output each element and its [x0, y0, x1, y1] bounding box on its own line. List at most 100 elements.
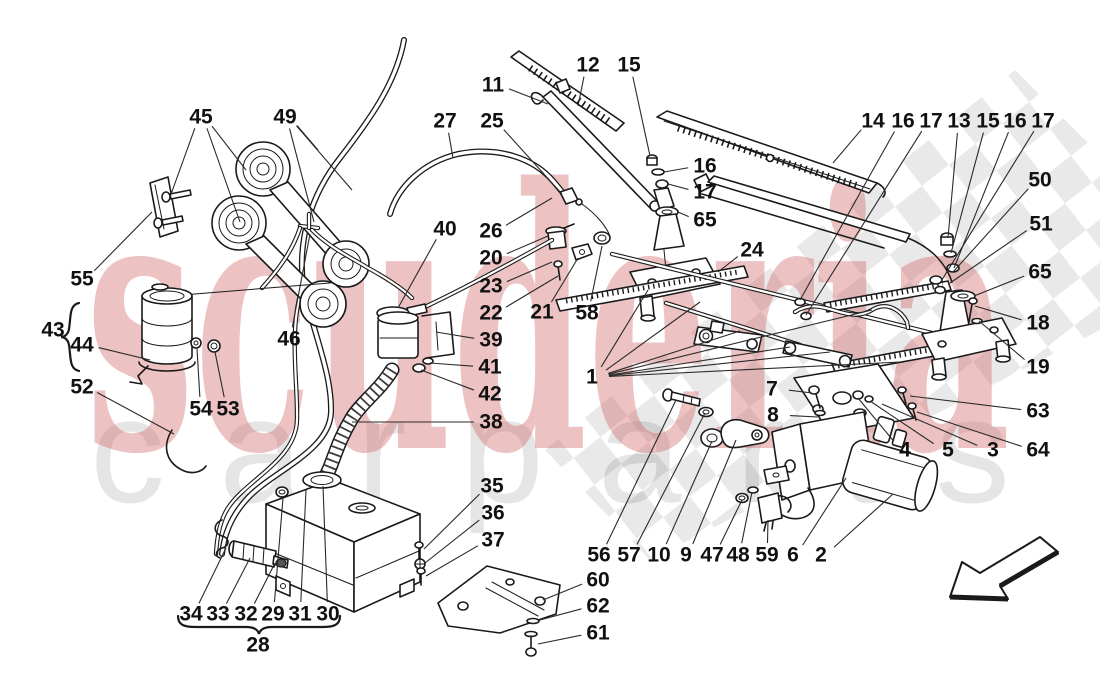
- part-label-41: 41: [478, 356, 502, 379]
- part-label-16: 16: [693, 155, 716, 178]
- leader-line-17: [667, 183, 689, 190]
- bottle-clamp: [138, 361, 196, 372]
- part-label-39: 39: [479, 329, 502, 352]
- leader-line-32: [253, 562, 276, 604]
- wiper-blade-right: [656, 110, 886, 198]
- part-label-38: 38: [479, 411, 503, 434]
- leader-line-65: [677, 211, 689, 218]
- motor-mount-parts: [662, 388, 770, 449]
- bottom-bracket: [437, 565, 561, 657]
- leader-line-15: [950, 132, 984, 254]
- part-label-17: 17: [919, 110, 942, 133]
- leader-line-1: [608, 361, 901, 377]
- part-label-16: 16: [891, 110, 914, 133]
- horn-bell: [322, 240, 370, 288]
- part-label-17: 17: [1031, 110, 1054, 133]
- leader-line-50: [952, 188, 1029, 273]
- leader-line-29: [273, 497, 284, 603]
- part-label-23: 23: [479, 275, 502, 298]
- leader-line-1: [600, 289, 649, 368]
- part-label-9: 9: [680, 544, 692, 567]
- part-label-52: 52: [70, 376, 93, 399]
- leader-line-45: [211, 125, 247, 171]
- bracket-screw: [525, 647, 537, 657]
- bracket-43-44-brace: [60, 301, 81, 373]
- leader-line-51: [949, 230, 1028, 284]
- leader-line-12: [577, 76, 585, 107]
- part-label-27: 27: [433, 110, 456, 133]
- part-label-48: 48: [726, 544, 750, 567]
- part-label-7: 7: [766, 378, 778, 401]
- leader-line-20: [506, 235, 549, 255]
- leader-line-2: [833, 493, 894, 548]
- mount-grommet: [700, 428, 724, 448]
- leader-line-1: [608, 309, 873, 375]
- part-label-12: 12: [576, 54, 599, 77]
- part-label-62: 62: [586, 595, 609, 618]
- plate-screw: [808, 385, 820, 395]
- washer-reservoir: [214, 471, 426, 613]
- leader-line-7: [788, 389, 813, 394]
- part-label-56: 56: [587, 544, 610, 567]
- part-label-25: 25: [480, 110, 504, 133]
- part-label-63: 63: [1026, 400, 1049, 423]
- leader-line-10: [665, 440, 713, 545]
- leader-line-64: [916, 411, 1022, 447]
- leader-line-30: [322, 485, 328, 603]
- leader-line-11: [508, 88, 549, 105]
- leader-line-49: [288, 128, 315, 223]
- leader-line-1: [605, 301, 701, 371]
- leader-line-41: [429, 362, 474, 367]
- leader-line-54: [196, 348, 201, 398]
- hose-clip: [214, 519, 229, 559]
- leader-line-57: [636, 412, 706, 545]
- part-label-49: 49: [273, 106, 296, 129]
- pivot-bolt: [968, 297, 978, 305]
- part-label-2: 2: [815, 544, 827, 567]
- leader-line-15: [632, 76, 651, 157]
- motor-connector: [757, 492, 783, 524]
- leader-line-23: [506, 261, 553, 283]
- leader-line-58: [590, 245, 603, 302]
- leader-line-36: [424, 519, 480, 564]
- part-label-53: 53: [216, 398, 239, 421]
- part-label-54: 54: [189, 398, 213, 421]
- leader-line-48: [741, 491, 753, 544]
- part-label-42: 42: [478, 383, 501, 406]
- plate-screw: [907, 402, 917, 410]
- leader-line-33: [225, 557, 251, 604]
- leader-line-9: [692, 439, 737, 545]
- leader-line-6: [802, 477, 847, 546]
- leader-line-1: [608, 330, 741, 374]
- part-label-40: 40: [433, 218, 456, 241]
- part-label-5: 5: [942, 439, 954, 462]
- wiper-blade-left: [510, 50, 625, 132]
- clamp-nut: [207, 339, 221, 353]
- part-label-37: 37: [481, 529, 504, 552]
- filler-ring: [302, 471, 342, 489]
- part-label-51: 51: [1029, 213, 1053, 236]
- part-label-18: 18: [1026, 312, 1050, 335]
- leader-line-61: [537, 634, 582, 645]
- part-label-1: 1: [586, 366, 598, 389]
- leader-line-24: [717, 256, 739, 273]
- leader-line-49: [296, 125, 353, 191]
- part-label-57: 57: [617, 544, 640, 567]
- leader-line-16: [799, 131, 896, 301]
- leader-line-39: [435, 331, 475, 339]
- part-label-21: 21: [530, 301, 554, 324]
- leader-line-22: [505, 275, 559, 308]
- wiper-motor: [735, 411, 939, 532]
- leader-line-1: [608, 346, 791, 376]
- tank-screws: [414, 541, 426, 586]
- leader-line-13: [947, 132, 958, 239]
- leader-line-59: [766, 519, 769, 544]
- part-label-46: 46: [277, 328, 300, 351]
- leader-line-17: [939, 130, 1035, 284]
- part-label-6: 6: [787, 544, 799, 567]
- leader-line-65: [973, 275, 1025, 297]
- leader-line-63: [909, 395, 1022, 411]
- leader-line-45: [169, 128, 196, 198]
- part-label-19: 19: [1026, 356, 1049, 379]
